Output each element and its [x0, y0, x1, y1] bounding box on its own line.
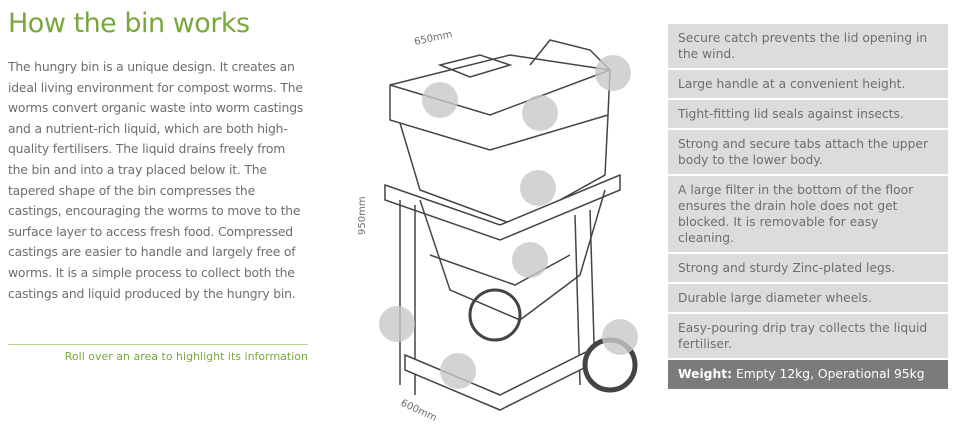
divider — [8, 344, 308, 345]
feature-filter[interactable]: A large filter in the bottom of the floo… — [668, 176, 948, 252]
feature-legs[interactable]: Strong and sturdy Zinc-plated legs. — [668, 254, 948, 282]
hotspot-lid[interactable] — [522, 95, 558, 131]
feature-wheels[interactable]: Durable large diameter wheels. — [668, 284, 948, 312]
height-dimension: 950mm — [357, 196, 368, 235]
hotspot-handle[interactable] — [422, 82, 458, 118]
depth-dimension: 600mm — [399, 398, 439, 424]
page-title: How the bin works — [8, 8, 250, 39]
feature-lid[interactable]: Tight-fitting lid seals against insects. — [668, 100, 948, 128]
hotspot-tray[interactable] — [440, 353, 476, 389]
weight-label: Weight: — [678, 367, 733, 381]
feature-tabs[interactable]: Strong and secure tabs attach the upper … — [668, 130, 948, 174]
feature-list: Secure catch prevents the lid opening in… — [668, 24, 948, 389]
weight-value: Empty 12kg, Operational 95kg — [732, 367, 925, 381]
width-dimension: 650mm — [413, 29, 453, 48]
hotspot-filter[interactable] — [512, 242, 548, 278]
bin-diagram: 650mm 950mm 600mm — [357, 29, 638, 424]
hotspot-wheels[interactable] — [602, 319, 638, 355]
weight-info: Weight: Empty 12kg, Operational 95kg — [668, 360, 948, 389]
feature-handle[interactable]: Large handle at a convenient height. — [668, 70, 948, 98]
hotspot-tabs[interactable] — [520, 170, 556, 206]
hotspot-catch[interactable] — [595, 55, 631, 91]
feature-tray[interactable]: Easy-pouring drip tray collects the liqu… — [668, 314, 948, 358]
rollover-hint: Roll over an area to highlight its infor… — [64, 350, 308, 363]
hotspot-legs[interactable] — [379, 306, 415, 342]
feature-catch[interactable]: Secure catch prevents the lid opening in… — [668, 24, 948, 68]
intro-text: The hungry bin is a unique design. It cr… — [8, 59, 304, 301]
